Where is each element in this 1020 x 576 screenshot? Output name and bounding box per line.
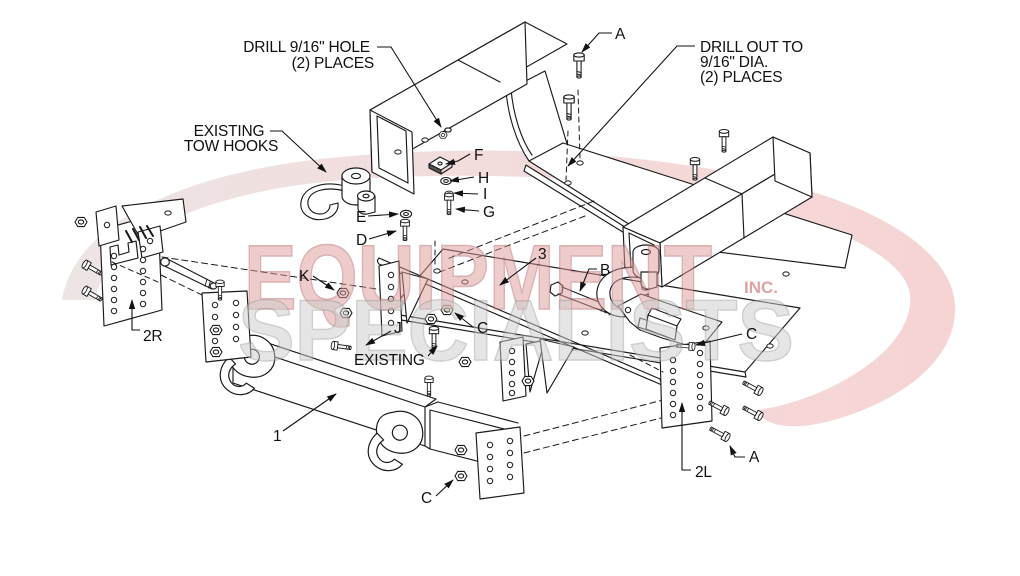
bolt [718, 128, 730, 153]
label-c-center: C [477, 320, 488, 337]
watermark-inc: INC. [744, 278, 778, 297]
label-c-bottom: C [421, 490, 432, 507]
hex-nut [454, 444, 468, 456]
push-tube-left [369, 21, 568, 195]
label-h: H [478, 170, 489, 187]
hex-nut [209, 324, 223, 336]
bolt [740, 378, 765, 397]
label-b: B [600, 262, 610, 279]
watermark-swoosh [62, 150, 956, 427]
watermark-equipment: EQUIPMENT [244, 227, 712, 329]
watermark-specialists: SPECIALISTS [238, 283, 794, 379]
label-2l: 2L [695, 464, 712, 481]
callout-existing-tow-hooks: EXISTING TOW HOOKS [184, 123, 278, 155]
label-2r: 2R [143, 328, 162, 345]
callouts [128, 32, 745, 497]
bolt-a-top2 [563, 94, 575, 121]
bolt-a-top [573, 52, 585, 79]
hex-nut [454, 470, 468, 482]
washer-e [399, 209, 413, 219]
label-a-top: A [615, 26, 626, 43]
callout-drill-hole: DRILL 9/16" HOLE (2) PLACES [243, 39, 374, 72]
label-3: 3 [538, 246, 546, 263]
label-i: I [483, 186, 487, 203]
label-f: F [474, 147, 483, 164]
bracket-2l [617, 293, 723, 429]
washer-h [440, 176, 452, 186]
label-d: D [356, 232, 367, 249]
tow-hook-left [300, 167, 376, 221]
label-c-right: C [746, 326, 757, 343]
bracket-2r [95, 198, 187, 327]
bolt [740, 403, 765, 422]
label-e: E [356, 209, 366, 226]
hex-nut [438, 131, 448, 139]
label-1: 1 [273, 428, 281, 445]
left-riser-bracket [378, 260, 429, 337]
bolt-g [444, 192, 454, 216]
label-k: K [299, 268, 310, 285]
long-bolt-k [160, 257, 218, 290]
watermark-text: EQUIPMENT SPECIALISTS INC. [237, 226, 794, 380]
callout-drill-out: DRILL OUT TO 9/16" DIA. (2) PLACES [700, 39, 807, 86]
label-g: G [483, 204, 495, 221]
bolt-a-bottom [707, 424, 732, 443]
hex-nut [74, 216, 88, 228]
tow-hook-right [596, 244, 660, 318]
label-text: DRILL 9/16" HOLE (2) PLACES DRILL OUT TO… [143, 26, 807, 507]
hex-nut [209, 346, 223, 358]
push-tube-right [622, 136, 813, 291]
label-j: J [394, 320, 402, 337]
bolt [424, 375, 434, 397]
label-a-bottom: A [749, 449, 760, 466]
callout-existing-hardware: EXISTING [354, 352, 425, 369]
